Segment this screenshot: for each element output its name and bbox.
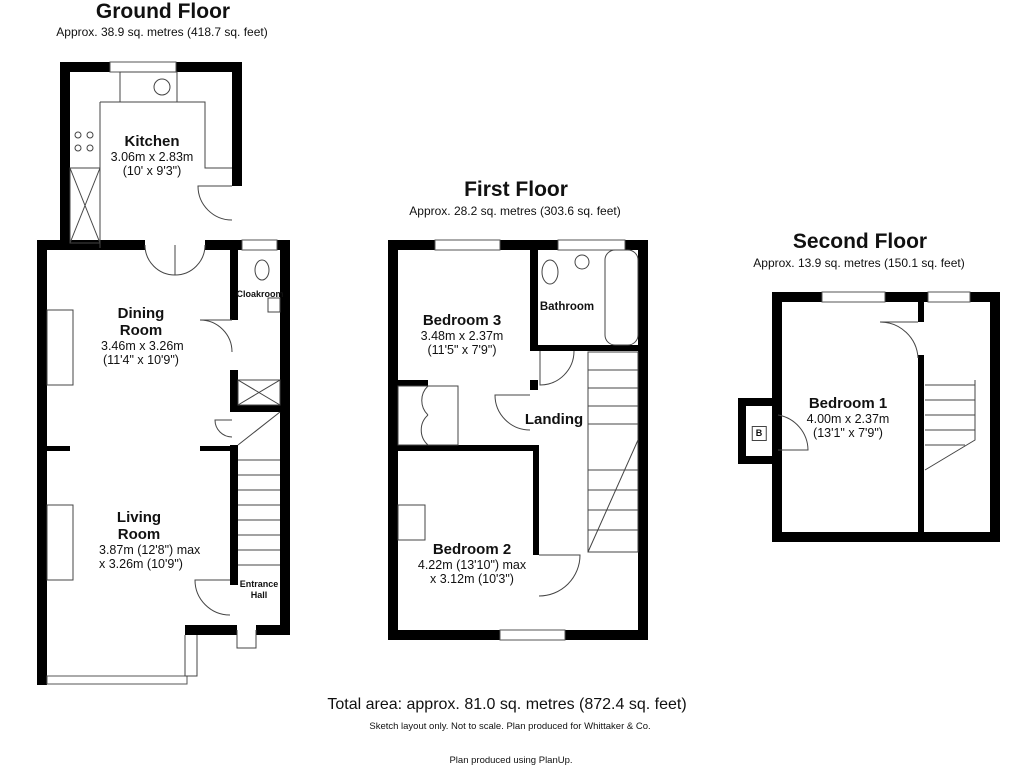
room-dims: 4.00m x 2.37m: [806, 412, 890, 426]
room-dining-room: Dining Room 3.46m x 3.26m (11'4" x 10'9"…: [101, 305, 184, 367]
first-floor-stairs: [587, 351, 639, 553]
first-floor-area: Approx. 28.2 sq. metres (303.6 sq. feet): [409, 204, 621, 218]
total-area: Total area: approx. 81.0 sq. metres (872…: [327, 696, 687, 713]
first-floor-details: [397, 239, 639, 641]
room-dims: 3.48m x 2.37m: [420, 329, 504, 343]
room-bedroom-2: Bedroom 2 4.22m (13'10") max x 3.12m (10…: [418, 541, 526, 586]
room-dims-imperial: (10' x 9'3"): [122, 164, 182, 178]
second-floor-details: [777, 291, 976, 471]
ground-floor-title: Ground Floor: [95, 0, 231, 23]
room-dims-imperial: x 3.26m (10'9"): [99, 557, 183, 571]
room-dims: 3.87m (12'8") max: [99, 543, 201, 557]
second-floor-area: Approx. 13.9 sq. metres (150.1 sq. feet): [753, 256, 965, 270]
room-kitchen: Kitchen 3.06m x 2.83m (10' x 9'3"): [111, 133, 194, 178]
room-bedroom-1: Bedroom 1 4.00m x 2.37m (13'1" x 7'9"): [807, 395, 890, 440]
ground-floor-stairs: [237, 411, 281, 566]
room-dims: 3.46m x 3.26m: [101, 339, 184, 353]
room-dims-imperial: x 3.12m (10'3"): [430, 572, 514, 586]
room-entrance-hall: Entrance Hall: [239, 579, 279, 600]
first-floor-walls: [388, 240, 648, 640]
first-floor-title: First Floor: [464, 178, 568, 201]
room-dims-imperial: (11'4" x 10'9"): [103, 353, 179, 367]
room-living-room: Living Room 3.87m (12'8") max x 3.26m (1…: [99, 509, 201, 571]
room-name: Living Room: [116, 509, 162, 543]
credit: Plan produced using PlanUp.: [449, 755, 573, 766]
room-dims: 4.22m (13'10") max: [417, 558, 527, 572]
disclaimer: Sketch layout only. Not to scale. Plan p…: [369, 721, 651, 732]
ground-floor-details: [46, 61, 281, 685]
room-dims: 3.06m x 2.83m: [110, 150, 194, 164]
room-bedroom-3: Bedroom 3 3.48m x 2.37m (11'5" x 7'9"): [421, 312, 504, 357]
boiler-cupboard-label: B: [751, 426, 767, 441]
room-name: Kitchen: [124, 133, 180, 150]
room-dims-imperial: (13'1" x 7'9"): [813, 426, 883, 440]
room-name: Bedroom 2: [432, 541, 512, 558]
second-floor-stairs: [924, 380, 976, 471]
room-name: Bedroom 3: [422, 312, 502, 329]
room-cloakroom: Cloakroom: [236, 289, 284, 299]
room-name: Dining Room: [117, 305, 165, 339]
second-floor-walls: [738, 292, 1000, 542]
room-dims-imperial: (11'5" x 7'9"): [427, 343, 497, 357]
room-name: Bedroom 1: [808, 395, 888, 412]
room-landing: Landing: [524, 411, 584, 428]
ground-floor-area: Approx. 38.9 sq. metres (418.7 sq. feet): [56, 25, 268, 39]
second-floor-title: Second Floor: [792, 230, 928, 253]
ground-floor-walls: [37, 62, 290, 685]
room-bathroom: Bathroom: [539, 301, 595, 313]
